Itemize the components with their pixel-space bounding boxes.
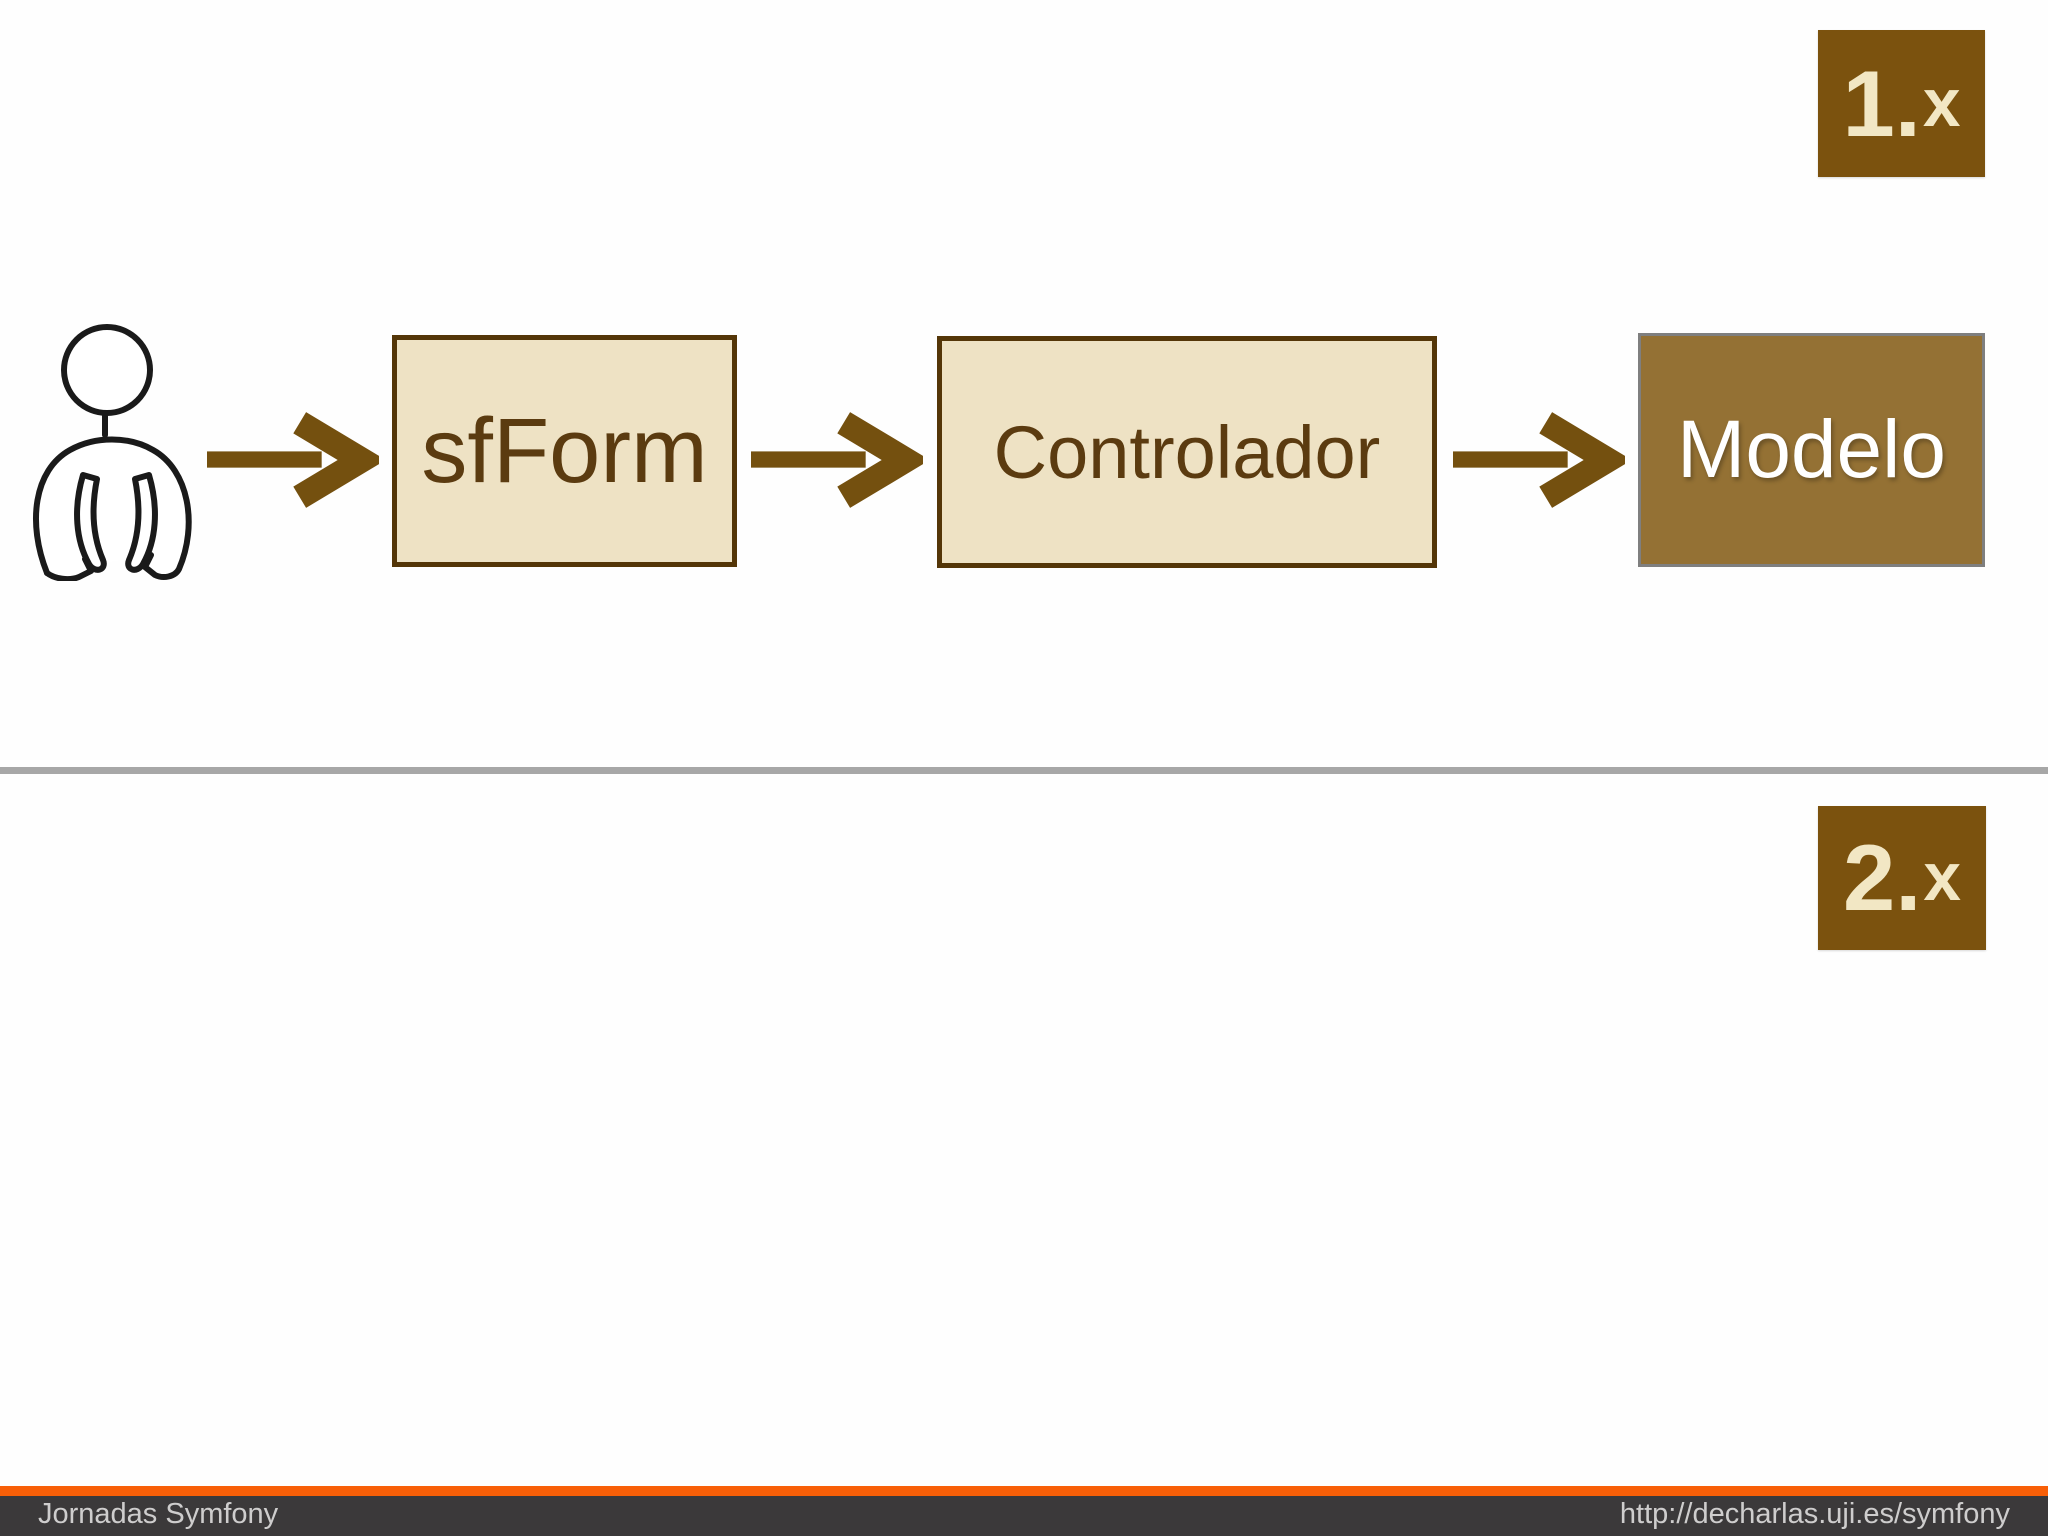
footer-url: http://decharlas.uji.es/symfony <box>1619 1497 2010 1530</box>
footer-bar: Jornadas Symfony http://decharlas.uji.es… <box>0 1496 2048 1536</box>
node-modelo: Modelo <box>1638 333 1985 567</box>
flow-arrow-icon <box>1453 412 1625 508</box>
version-badge-major: 2. <box>1842 825 1922 930</box>
node-sfform: sfForm <box>392 335 737 567</box>
footer-event-title: Jornadas Symfony <box>38 1497 279 1530</box>
node-label: Modelo <box>1677 404 1946 495</box>
node-controlador: Controlador <box>937 336 1437 568</box>
version-badge-minor: x <box>1923 840 1962 916</box>
node-label: Controlador <box>993 410 1381 494</box>
version-badge-1x: 1.x <box>1818 30 1985 177</box>
version-badge-major: 1. <box>1842 50 1921 156</box>
section-divider <box>0 767 2048 774</box>
person-icon <box>33 324 192 581</box>
node-label: sfForm <box>421 399 708 502</box>
version-badge-minor: x <box>1922 65 1961 141</box>
flow-arrow-icon <box>207 412 379 508</box>
footer-accent-stripe <box>0 1486 2048 1496</box>
flow-arrow-icon <box>751 412 923 508</box>
version-badge-2x: 2.x <box>1818 806 1986 950</box>
